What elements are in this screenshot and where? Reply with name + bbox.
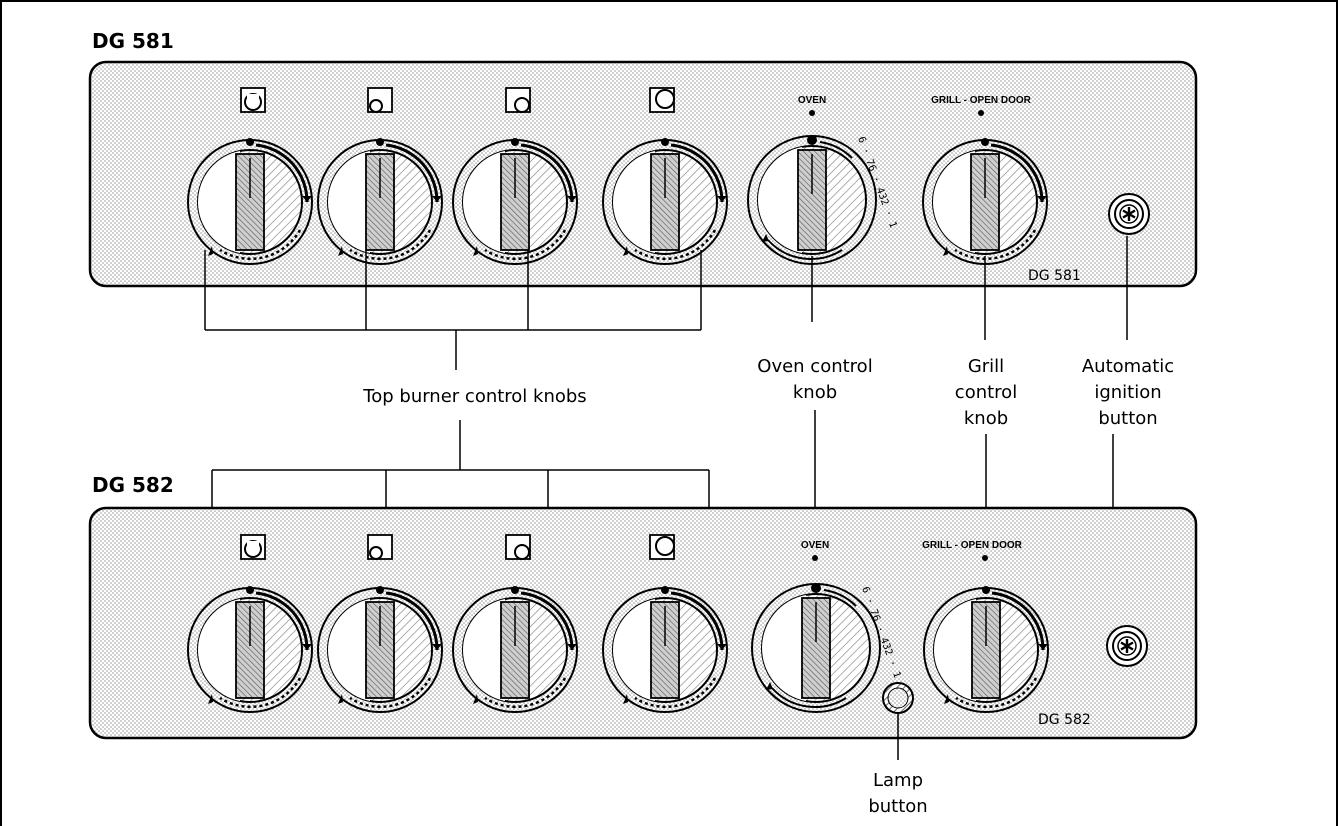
top-burner-knob[interactable] (451, 584, 579, 714)
burner-symbol-icon (367, 534, 393, 560)
oven-indicator-dot (809, 110, 815, 116)
grill-indicator-dot (978, 110, 984, 116)
top-burner-knob[interactable] (601, 584, 729, 714)
callout-lamp-line2: button (868, 796, 927, 817)
top-burner-knob[interactable] (186, 136, 314, 266)
oven-indicator-dot (812, 555, 818, 561)
callout-grill-line2: control (955, 382, 1017, 403)
callout-ignition-line2: ignition (1094, 382, 1161, 403)
panel-title: DG 582 (92, 473, 174, 497)
grill-label: GRILL - OPEN DOOR (931, 95, 1032, 106)
grill-label: GRILL - OPEN DOOR (922, 540, 1023, 551)
lamp-button[interactable] (882, 682, 914, 714)
top-burner-knob[interactable] (316, 584, 444, 714)
top-burner-knob[interactable] (316, 136, 444, 266)
grill-indicator-dot (982, 555, 988, 561)
top-burner-knob[interactable] (186, 584, 314, 714)
oven-label: OVEN (801, 540, 829, 551)
callout-oven-line1: Oven control (757, 356, 872, 377)
oven-control-knob[interactable] (747, 134, 877, 265)
callout-grill-line1: Grill (968, 356, 1004, 377)
callout-grill-line3: knob (964, 408, 1008, 429)
top-burner-knob[interactable] (451, 136, 579, 266)
panel-title: DG 581 (92, 29, 174, 53)
callout-oven-line2: knob (793, 382, 837, 403)
ignition-button-icon[interactable] (1107, 192, 1151, 236)
callout-ignition-line3: button (1098, 408, 1157, 429)
callout-ignition-line1: Automatic (1082, 356, 1174, 377)
burner-symbol-icon (649, 87, 675, 113)
oven-control-knob[interactable] (751, 582, 881, 713)
grill-control-knob[interactable] (921, 136, 1049, 266)
panel-dg581: DG 581 OVEN 6 · 76 · 432 · 1 GRILL - OPE… (88, 29, 1198, 288)
burner-symbol-icon (240, 534, 266, 560)
panel-dg582: DG 582 OVEN 6 · 76 · 432 · 1 (88, 473, 1198, 740)
oven-label: OVEN (798, 95, 826, 106)
ignition-button-icon[interactable] (1105, 624, 1149, 668)
burner-symbol-icon (505, 534, 531, 560)
leader-lines-top (204, 236, 1128, 370)
burner-symbol-icon (649, 534, 675, 560)
top-burner-knob[interactable] (601, 136, 729, 266)
grill-control-knob[interactable] (922, 584, 1050, 714)
burner-symbol-icon (240, 87, 266, 113)
callout-top-burner: Top burner control knobs (362, 386, 586, 407)
burner-symbol-icon (505, 87, 531, 113)
model-label: DG 582 (1038, 712, 1091, 728)
burner-symbol-icon (367, 87, 393, 113)
model-label: DG 581 (1028, 268, 1081, 284)
callout-lamp-line1: Lamp (873, 770, 923, 791)
